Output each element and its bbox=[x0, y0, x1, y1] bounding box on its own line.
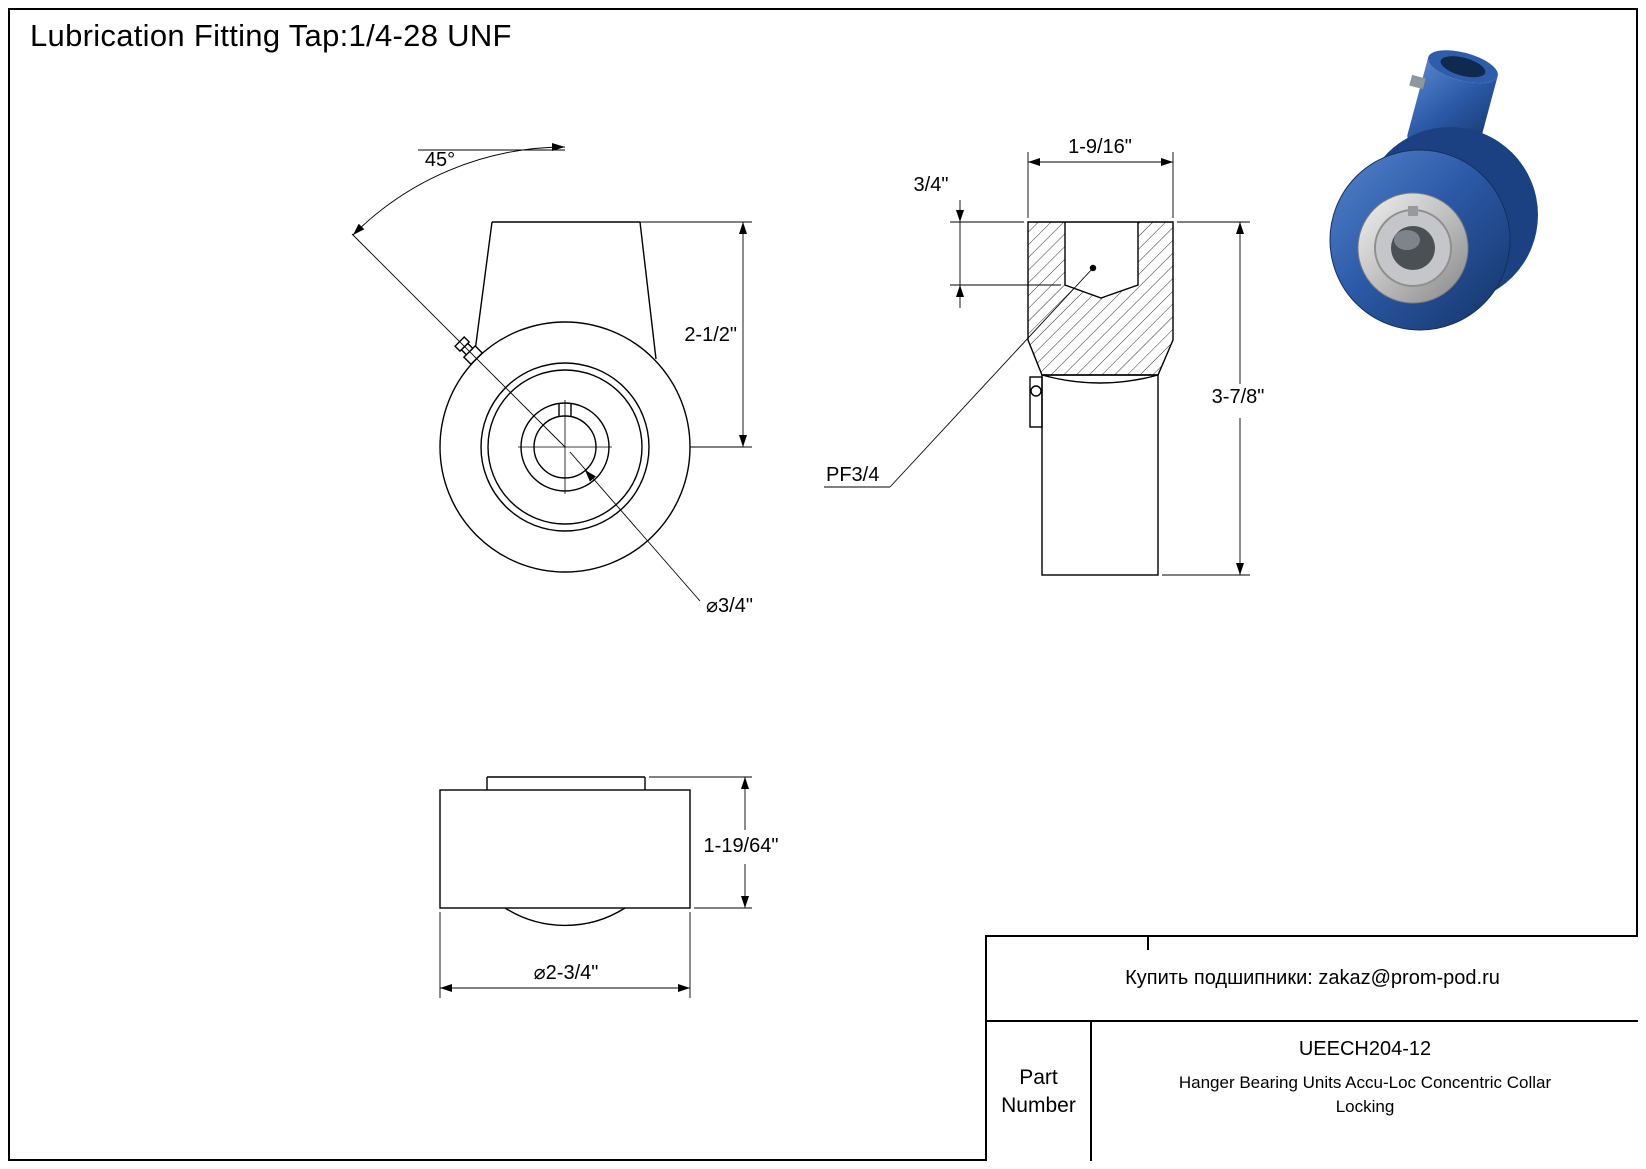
product-render-3d bbox=[1329, 50, 1538, 331]
contact-text: Купить подшипники: zakaz@prom-pod.ru bbox=[1125, 967, 1500, 989]
side-view bbox=[1027, 221, 1174, 576]
page-title: Lubrication Fitting Tap:1/4-28 UNF bbox=[30, 18, 512, 53]
title-block-contact-row: Купить подшипники: zakaz@prom-pod.ru bbox=[987, 937, 1638, 1022]
title-block: Купить подшипники: zakaz@prom-pod.ru Par… bbox=[985, 935, 1638, 1161]
side-view-arrows bbox=[956, 158, 1244, 575]
hanger-section-hatched bbox=[1027, 221, 1174, 376]
dim-front-height: 2-1/2" bbox=[684, 324, 737, 346]
seat-arc bbox=[1041, 374, 1159, 384]
bearing-ring-circle bbox=[487, 369, 643, 525]
bottom-view-arrows bbox=[440, 777, 749, 992]
bottom-body bbox=[439, 789, 691, 909]
bottom-view bbox=[439, 776, 691, 927]
dim-side-width: 1-9/16" bbox=[1068, 136, 1132, 158]
label-thread: PF3/4 bbox=[826, 464, 879, 486]
part-info-cell: UEECH204-12 Hanger Bearing Units Accu-Lo… bbox=[1092, 1022, 1638, 1161]
front-view-dimensions bbox=[351, 146, 752, 602]
front-view-arrows bbox=[353, 143, 747, 482]
fitting-hole bbox=[1030, 385, 1042, 397]
angle-arc bbox=[352, 146, 566, 236]
dim-bottom-height: 1-19/64" bbox=[704, 835, 779, 857]
render-cylinder-bore bbox=[1440, 56, 1486, 78]
dim-tap-depth: 3/4" bbox=[914, 174, 949, 196]
dim-angle: 45° bbox=[425, 149, 455, 171]
housing-side-body bbox=[1041, 374, 1159, 576]
part-number-value: UEECH204-12 bbox=[1298, 1038, 1432, 1060]
hanger-left-edge bbox=[473, 221, 493, 360]
dim-side-height: 3-7/8" bbox=[1212, 386, 1265, 408]
dim-bore-diameter: ⌀3/4" bbox=[706, 595, 753, 617]
housing-bore-circle bbox=[480, 362, 650, 532]
front-view bbox=[439, 221, 691, 573]
angle-45-line bbox=[351, 233, 566, 448]
hanger-right-edge bbox=[639, 221, 657, 360]
dim-bottom-diameter: ⌀2-3/4" bbox=[534, 962, 599, 984]
thread-leader bbox=[889, 267, 1094, 488]
render-bore-highlight bbox=[1394, 230, 1420, 250]
title-block-tick bbox=[1147, 937, 1149, 950]
fitting-boss bbox=[1029, 376, 1043, 428]
render-fitting-nub bbox=[1409, 74, 1426, 90]
bottom-arc bbox=[504, 907, 626, 927]
part-description: Hanger Bearing Units Accu-Loc Concentric… bbox=[1178, 1073, 1552, 1116]
render-collar-slot bbox=[1408, 206, 1418, 216]
title-block-part-row: Part Number UEECH204-12 Hanger Bearing U… bbox=[987, 1022, 1638, 1161]
part-number-label: Part Number bbox=[987, 1022, 1092, 1161]
